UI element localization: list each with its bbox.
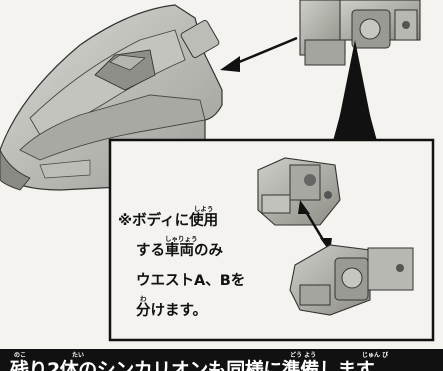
ruby-wa: わ bbox=[140, 295, 147, 303]
waist-part-a bbox=[257, 157, 341, 226]
banner-text: 残り2体のシンカリオンも同様に準備します bbox=[10, 359, 375, 371]
instruction-banner: のこ たい どう よう じゅん び 残り2体のシンカリオンも同様に準備します bbox=[0, 349, 443, 371]
note-line-2: するしゃりょう車両のみ bbox=[118, 236, 268, 274]
note-line-1: ※ボディにしよう使用 bbox=[118, 206, 268, 244]
note-line-2-kanji: しゃりょう車両 bbox=[165, 236, 198, 259]
ruby-junbi: じゅん び bbox=[362, 352, 389, 359]
ruby-tai: たい bbox=[72, 352, 85, 359]
ruby-nokori: のこ bbox=[14, 352, 27, 359]
note-line-4-post: けます。 bbox=[150, 303, 208, 319]
note-line-4-kanji: わ分 bbox=[136, 296, 151, 319]
note-line-1-kanji: しよう使用 bbox=[189, 206, 219, 229]
waist-parts-assembled bbox=[299, 0, 421, 66]
ruby-douyou: どう よう bbox=[290, 352, 317, 359]
kanji-shiyou: 使用 bbox=[189, 213, 219, 229]
note-line-1-text: ※ボディに bbox=[118, 213, 190, 229]
attach-arrow bbox=[220, 36, 298, 72]
ruby-shiyou: しよう bbox=[193, 205, 214, 213]
note-line-2-post: のみ bbox=[194, 243, 223, 259]
note-line-2-pre: する bbox=[136, 243, 165, 259]
note-line-3-text: ウエストA、Bを bbox=[136, 273, 246, 289]
kanji-wa: 分 bbox=[136, 303, 151, 319]
note-line-4: わ分けます。 bbox=[118, 296, 268, 334]
callout-note: ※ボディにしよう使用 するしゃりょう車両のみ ウエストA、Bを わ分けます。 bbox=[118, 206, 268, 334]
note-line-3: ウエストA、Bを bbox=[118, 274, 268, 304]
ruby-sharyou: しゃりょう bbox=[165, 235, 198, 243]
waist-part-b bbox=[289, 244, 414, 316]
kanji-sharyou: 車両 bbox=[165, 243, 194, 259]
